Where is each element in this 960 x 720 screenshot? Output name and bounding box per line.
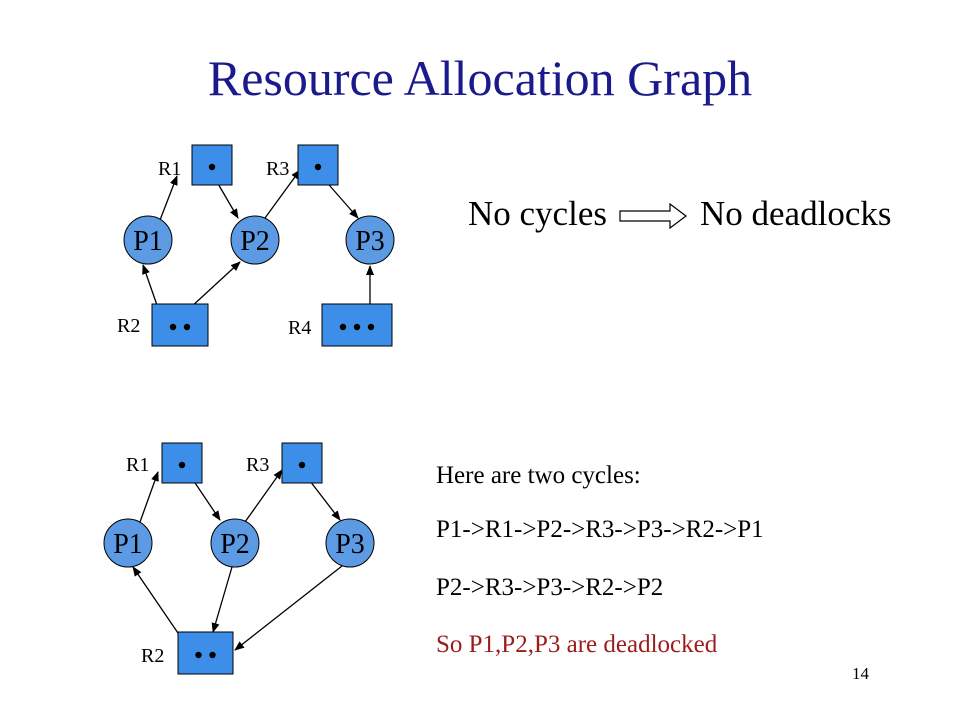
instance-dot-icon (367, 323, 375, 331)
deadlock-conclusion: So P1,P2,P3 are deadlocked (436, 631, 718, 658)
instance-dot-icon (298, 461, 306, 469)
instance-dot-icon (209, 651, 216, 659)
instance-dot-icon (339, 323, 347, 331)
resource-box-r2 (177, 631, 234, 675)
process-node-p2 (230, 215, 280, 265)
page-number: 14 (852, 664, 869, 683)
cycles-intro: Here are two cycles: (436, 462, 641, 489)
resource-label-r4: R4 (288, 317, 311, 339)
resource-label-r1: R1 (158, 158, 181, 180)
edge-p1-r1 (139, 471, 159, 523)
process-node-p3 (345, 215, 395, 265)
instance-dot-icon (314, 163, 322, 171)
edge-p2-r3 (244, 469, 283, 523)
instance-dot-icon (195, 651, 202, 659)
resource-box-r2 (151, 303, 209, 347)
cycle-one: P1->R1->P2->R3->P3->R2->P1 (436, 516, 764, 543)
edge-p1-r1 (159, 175, 178, 221)
edge-p3-r2 (234, 565, 343, 651)
edge-p2-r2 (211, 566, 233, 633)
process-label-p2: P2 (220, 529, 250, 560)
cycle-two: P2->R3->P3->R2->P2 (436, 574, 664, 601)
edge-r2-p1 (142, 264, 159, 309)
no-cycles-text: No cycles (468, 194, 607, 233)
instance-dot-icon (169, 323, 177, 331)
slide-title: Resource Allocation Graph (207, 50, 753, 106)
edge-r2-p1 (132, 566, 181, 637)
instance-dot-icon (208, 163, 216, 171)
instance-dot-icon (178, 461, 186, 469)
resource-label-r3: R3 (246, 454, 269, 476)
process-label-p1: P1 (113, 529, 143, 560)
resource-label-r3: R3 (266, 158, 289, 180)
process-label-p1: P1 (133, 226, 163, 257)
edge-p2-r3 (264, 169, 301, 219)
resource-label-r1: R1 (126, 454, 149, 476)
process-node-p1 (123, 215, 173, 265)
process-node-p2 (210, 518, 260, 568)
process-node-p1 (103, 518, 153, 568)
resource-label-r2: R2 (117, 315, 140, 337)
no-deadlocks-text: No deadlocks (700, 194, 892, 233)
process-node-p3 (325, 518, 375, 568)
resource-label-r2: R2 (141, 645, 164, 667)
edge-r2-p2 (189, 261, 241, 309)
process-label-p3: P3 (335, 529, 365, 560)
process-label-p3: P3 (355, 226, 385, 257)
instance-dot-icon (353, 323, 361, 331)
implies-arrow-icon (619, 202, 687, 230)
instance-dot-icon (183, 323, 191, 331)
process-label-p2: P2 (240, 226, 270, 257)
